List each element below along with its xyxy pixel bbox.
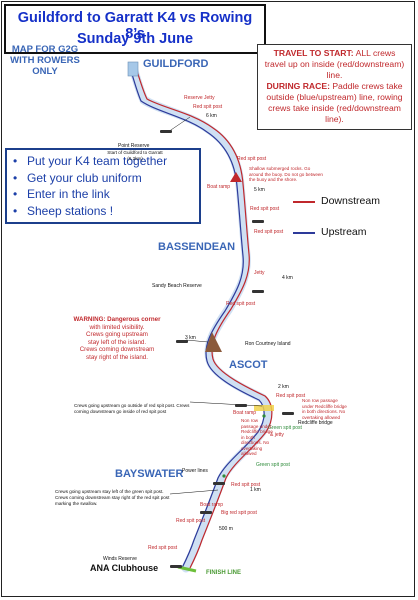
race-rules-box: TRAVEL TO START: ALL crews travel up on …	[257, 44, 412, 130]
pointer-line	[185, 339, 209, 343]
warning-line: Crews going upstream	[86, 331, 148, 338]
checklist-text: Get your club uniform	[27, 170, 142, 185]
pointer-line	[167, 116, 191, 133]
finish-line-label: FINISH LINE	[206, 570, 242, 576]
map-for-label: MAP FOR G2G WITH ROWERS ONLY	[10, 44, 80, 77]
warning-line: WARNING: Dangerous corner	[73, 316, 161, 323]
title-box: Guildford to Garratt K4 vs Rowing 8’s Su…	[4, 4, 266, 54]
bullet-icon: •	[13, 203, 18, 218]
town-ascot: ASCOT	[229, 359, 268, 371]
checklist-text: Sheep stations !	[27, 203, 114, 218]
label-boat-ramp-3: Boat ramp	[200, 502, 224, 508]
label-red-spit-post-2: Red spit post	[237, 156, 267, 162]
label-boat-ramp: Boat ramp	[207, 184, 231, 190]
label-redcliffe-bridge: Redcliffe bridge	[298, 420, 333, 426]
boat-icon	[160, 130, 294, 568]
page-title: Guildford to Garratt K4 vs Rowing 8’s	[17, 10, 253, 42]
label-red-spit-post-8: Red spit post	[176, 518, 206, 524]
label-jetty: Jetty	[254, 270, 265, 276]
town-bassendean: BASSENDEAN	[158, 241, 236, 253]
checklist-box: • Put your K4 team together • Get your clu…	[5, 148, 201, 224]
label-red-spit-post-6: Red spit post	[276, 393, 306, 399]
pointer-line	[189, 401, 263, 407]
bayswater-crews-note: Crews going upstream stay left of the gr…	[55, 489, 170, 506]
checklist-link-text[interactable]: Enter in the link	[27, 187, 110, 201]
label-reserve-jetty: Reserve Jetty	[184, 95, 215, 101]
bridge-note-left: Non row passage under Redcliffe bridge i…	[241, 418, 273, 456]
legend-downstream-swatch	[293, 201, 315, 203]
town-bayswater: BAYSWATER	[115, 468, 184, 480]
green-spit-icon-2	[222, 474, 226, 478]
bullet-icon: •	[13, 154, 18, 168]
legend-upstream: Upstream	[321, 226, 367, 238]
checklist-item[interactable]: • Enter in the link	[13, 186, 193, 203]
label-1km: 1 km	[250, 487, 261, 493]
warning-line: Crews coming downstream	[79, 346, 155, 353]
label-3km: 3 km	[185, 335, 196, 341]
warning-note: WARNING: Dangerous corner with limited v…	[62, 316, 172, 361]
label-4km: 4 km	[282, 275, 293, 281]
label-red-spit-post-5: Red spit post	[226, 301, 256, 307]
warning-line: stay right of the island.	[86, 353, 148, 361]
label-red-spit-post-7: Red spit post	[231, 482, 261, 488]
label-sandy-beach: Sandy Beach Reserve	[152, 283, 202, 289]
warning-line: with limited visibility.	[89, 323, 145, 331]
label-green-spit-post-2: Green spit post	[256, 462, 290, 468]
label-boat-ramp-2: Boat ramp	[233, 410, 257, 416]
travel-heading: TRAVEL TO START:	[273, 48, 354, 58]
label-big-red-spit: Big red spit post	[221, 510, 257, 516]
label-red-spit-post-9: Red spit post	[148, 545, 178, 551]
town-guildford: GUILDFORD	[143, 58, 209, 70]
start-marker	[127, 61, 139, 77]
label-rc-island: Ron Courtney Island	[245, 341, 291, 347]
label-start-reserve: Point Reserve	[118, 143, 150, 149]
label-winds-reserve: Winds Reserve	[103, 556, 137, 562]
rocks-warning-icon	[230, 172, 242, 182]
warning-line: stay left of the island.	[87, 338, 147, 346]
ana-clubhouse-label: ANA Clubhouse	[90, 563, 159, 573]
label-start-note: Start of Guildford to Garratt (6.2km)	[107, 150, 163, 161]
label-5km: 5 km	[254, 187, 265, 193]
checklist-item: • Sheep stations !	[13, 203, 193, 220]
legend-downstream: Downstream	[321, 195, 380, 207]
bullet-icon: •	[13, 187, 18, 201]
label-rocks-note: Shallow submerged rocks. Go around the b…	[249, 166, 323, 182]
label-6km: 6 km	[206, 113, 217, 119]
ascot-crews-note: Crews going upstream go outside of red s…	[74, 403, 190, 414]
label-red-spit-post-3: Red spit post	[250, 206, 280, 212]
checklist-text: Put your K4 team together	[27, 154, 168, 168]
label-2km: 2 km	[278, 384, 289, 390]
page-date: Sunday 9th June	[76, 31, 194, 47]
label-power-lines: Power lines	[182, 468, 208, 474]
label-red-spit-post: Red spit post	[193, 104, 223, 110]
bridge-note-right: Non row passage under Redcliffe bridge i…	[302, 398, 347, 420]
label-green-spit-post: Green spit post	[268, 425, 302, 431]
label-500m: 500 m	[219, 526, 233, 532]
race-heading: DURING RACE:	[266, 81, 330, 91]
redcliffe-bridge-marker	[254, 405, 274, 411]
label-red-spit-post-4: Red spit post	[254, 229, 284, 235]
pointer-line	[169, 489, 219, 495]
bullet-icon: •	[13, 170, 18, 185]
green-spit-icon	[262, 414, 266, 418]
checklist-item: • Get your club uniform	[13, 170, 193, 187]
race-text: Paddle crews take outside (blue/upstream…	[266, 81, 403, 124]
legend-upstream-swatch	[293, 232, 315, 234]
ron-courtney-island	[205, 332, 222, 352]
checklist-item: • Put your K4 team together	[13, 153, 193, 170]
travel-text: ALL crews travel up on inside (red/downs…	[264, 48, 405, 80]
label-jetty-2: & jetty	[270, 432, 284, 438]
